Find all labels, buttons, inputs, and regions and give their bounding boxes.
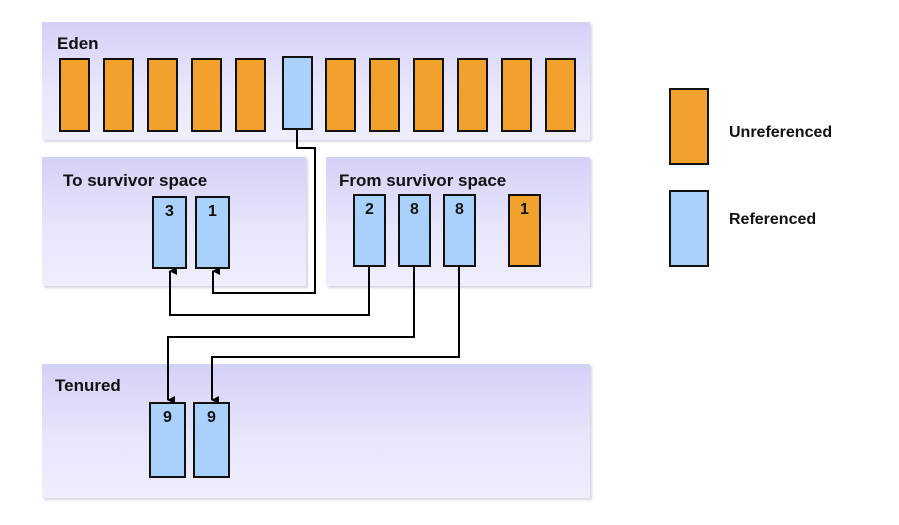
eden-block-unreferenced: [59, 58, 90, 132]
tenured-block: 9: [149, 402, 186, 478]
arrow-from-8-to-tenured-2: [211, 267, 460, 404]
eden-block-unreferenced: [191, 58, 222, 132]
from-survivor-block-unreferenced: 1: [508, 194, 541, 267]
eden-block-unreferenced: [103, 58, 134, 132]
eden-block-unreferenced: [457, 58, 488, 132]
eden-block-unreferenced: [369, 58, 400, 132]
eden-block-unreferenced: [325, 58, 356, 132]
legend-referenced-label: Referenced: [729, 211, 817, 228]
legend-unreferenced-label: Unreferenced: [729, 124, 833, 141]
tenured-region: Tenured: [42, 364, 590, 498]
eden-label: Eden: [57, 34, 99, 53]
from-survivor-label: From survivor space: [339, 171, 507, 190]
legend-referenced-swatch: [669, 190, 709, 267]
legend-unreferenced-swatch: [669, 88, 709, 165]
eden-block-unreferenced: [545, 58, 576, 132]
from-survivor-block: 8: [443, 194, 476, 267]
from-survivor-block: 2: [353, 194, 386, 267]
eden-block-referenced: [282, 56, 313, 130]
arrow-from-2-to-3: [169, 267, 370, 316]
eden-block-unreferenced: [501, 58, 532, 132]
to-survivor-block: 1: [195, 196, 230, 269]
tenured-label: Tenured: [55, 376, 121, 395]
to-survivor-block: 3: [152, 196, 187, 269]
to-survivor-label: To survivor space: [63, 171, 208, 190]
arrow-eden-to-survivor: [212, 130, 316, 294]
arrow-from-8-to-tenured-1: [167, 267, 415, 404]
eden-block-unreferenced: [147, 58, 178, 132]
eden-block-unreferenced: [413, 58, 444, 132]
from-survivor-block: 8: [398, 194, 431, 267]
eden-block-unreferenced: [235, 58, 266, 132]
